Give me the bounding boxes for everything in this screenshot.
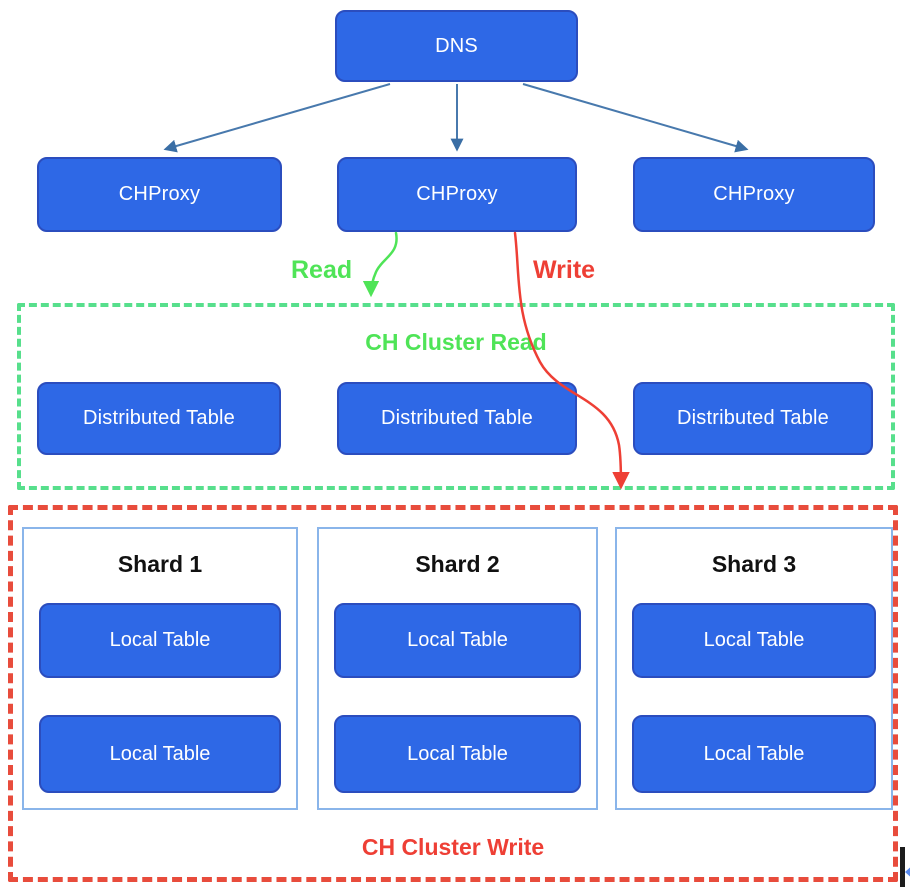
shard-2-title: Shard 2	[415, 551, 500, 577]
chproxy-node-3: CHProxy	[633, 157, 875, 232]
distributed-table-label: Distributed Table	[676, 407, 829, 429]
shard-2-container: Shard 2 Local Table Local Table	[317, 527, 598, 810]
ch-cluster-read-title: CH Cluster Read	[365, 329, 547, 355]
local-table-label: Local Table	[109, 629, 211, 651]
write-edge-label: Write	[533, 256, 596, 284]
dns-to-proxy3-arrow	[522, 83, 749, 153]
shard-3-title: Shard 3	[711, 551, 797, 577]
cursor-triangle-icon	[905, 863, 910, 881]
distributed-table-node-1: Distributed Table	[37, 382, 281, 455]
dns-label: DNS	[435, 34, 478, 57]
local-table-node: Local Table	[632, 603, 876, 678]
local-table-node: Local Table	[334, 603, 581, 678]
chproxy-node-1: CHProxy	[37, 157, 282, 232]
shard-1-title: Shard 1	[117, 551, 203, 577]
shard-3-container: Shard 3 Local Table Local Table	[615, 527, 893, 810]
local-table-node: Local Table	[39, 715, 281, 793]
distributed-table-node-2: Distributed Table	[337, 382, 577, 455]
ch-cluster-write-container: CH Cluster Write	[8, 505, 898, 882]
distributed-table-node-3: Distributed Table	[633, 382, 873, 455]
local-table-node: Local Table	[334, 715, 581, 793]
local-table-label: Local Table	[407, 629, 508, 651]
text-cursor-artifact	[900, 847, 905, 887]
local-table-label: Local Table	[703, 742, 805, 765]
read-arrow	[362, 231, 398, 298]
dns-to-proxy1-arrow	[163, 83, 391, 153]
distributed-table-label: Distributed Table	[380, 407, 533, 429]
chproxy-label: CHProxy	[118, 183, 201, 205]
ch-cluster-write-title: CH Cluster Write	[361, 834, 545, 860]
distributed-table-label: Distributed Table	[82, 407, 235, 429]
local-table-node: Local Table	[632, 715, 876, 793]
chproxy-label: CHProxy	[713, 183, 795, 205]
read-edge-label: Read	[291, 256, 353, 284]
chproxy-node-2: CHProxy	[337, 157, 577, 232]
local-table-label: Local Table	[703, 629, 805, 651]
local-table-label: Local Table	[407, 742, 508, 765]
dns-node: DNS	[335, 10, 578, 82]
local-table-node: Local Table	[39, 603, 281, 678]
local-table-label: Local Table	[109, 742, 211, 765]
chproxy-label: CHProxy	[416, 183, 498, 205]
shard-1-container: Shard 1 Local Table Local Table	[22, 527, 298, 810]
